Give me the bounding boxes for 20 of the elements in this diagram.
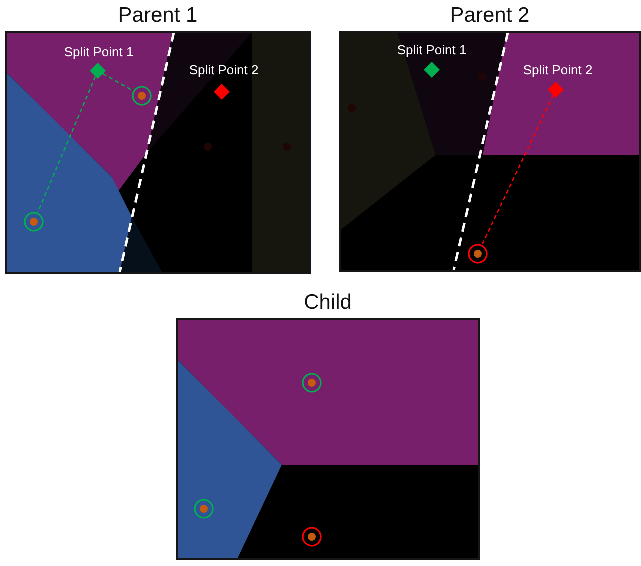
panel-title: Parent 2 <box>450 3 530 29</box>
split-point-diamond <box>424 62 440 78</box>
dashed-line <box>102 73 134 92</box>
split-point-diamond <box>548 82 564 98</box>
split-point-diamond <box>214 84 230 100</box>
circled-point <box>302 373 322 393</box>
point-label: Split Point 2 <box>523 62 593 78</box>
dashed-line <box>482 95 554 246</box>
panel-title: Parent 1 <box>118 3 198 29</box>
circled-point <box>302 527 322 547</box>
circled-point <box>132 86 152 106</box>
panel-title: Child <box>304 290 352 316</box>
dashed-line <box>37 76 96 214</box>
circled-point <box>468 244 488 264</box>
split-point-diamond <box>90 63 106 79</box>
circled-point <box>194 499 214 519</box>
point-label: Split Point 2 <box>189 62 259 78</box>
point-label: Split Point 1 <box>64 44 134 60</box>
circled-point <box>24 212 44 232</box>
point-label: Split Point 1 <box>397 42 467 58</box>
